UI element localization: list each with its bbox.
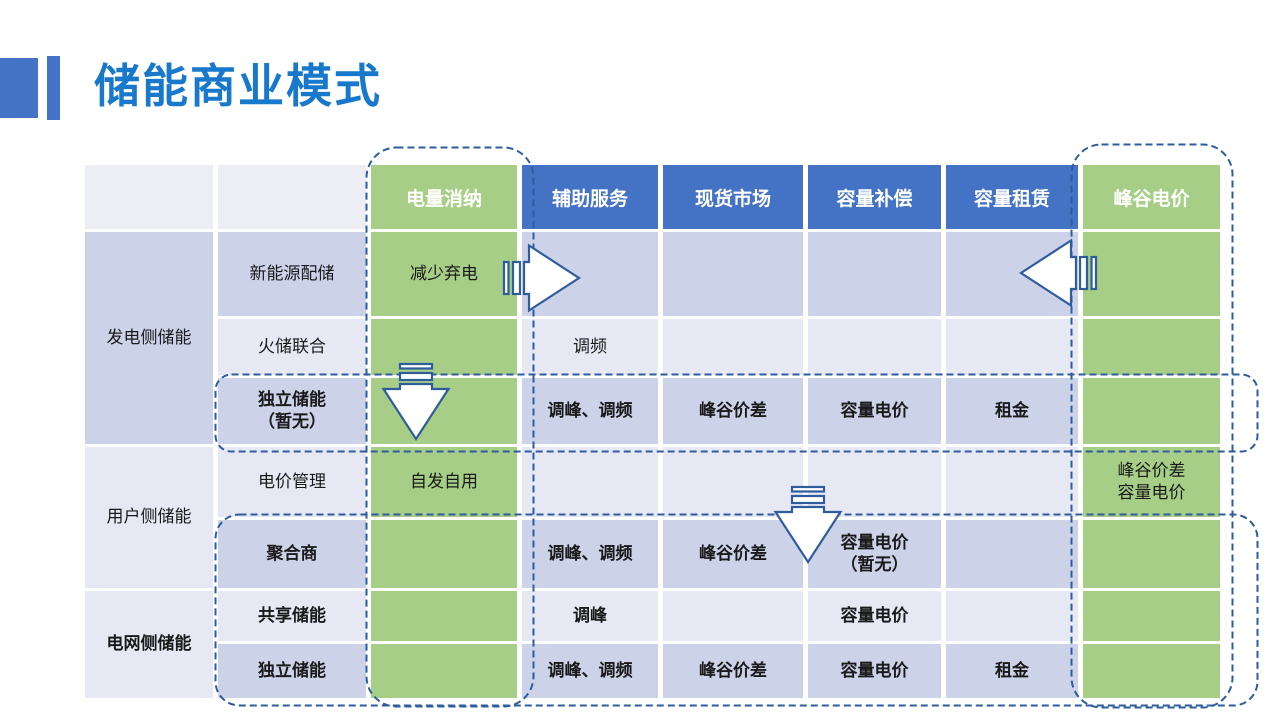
value-cell: [946, 319, 1078, 375]
value-cell: [663, 447, 803, 517]
value-cell: 减少弃电: [371, 232, 517, 316]
category-cell: 聚合商: [218, 520, 366, 588]
value-cell: [1083, 232, 1220, 316]
category-cell: 共享储能: [218, 591, 366, 641]
value-cell: [663, 591, 803, 641]
value-cell: 调峰、调频: [522, 378, 658, 444]
header-empty-group: [85, 165, 213, 229]
value-cell: [808, 232, 941, 316]
value-cell: [371, 378, 517, 444]
value-cell: [946, 447, 1078, 517]
value-cell: 调峰、调频: [522, 644, 658, 698]
value-cell: [522, 447, 658, 517]
value-cell: 容量电价: [808, 644, 941, 698]
value-cell: [371, 319, 517, 375]
category-cell: 电价管理: [218, 447, 366, 517]
header-row: 电量消纳 辅助服务 现货市场 容量补偿 容量租赁 峰谷电价: [85, 165, 1220, 229]
value-cell: 峰谷价差: [663, 644, 803, 698]
value-cell: [1083, 520, 1220, 588]
value-cell: 租金: [946, 644, 1078, 698]
value-cell: 调峰: [522, 591, 658, 641]
value-cell: [946, 591, 1078, 641]
col-header-spot-market: 现货市场: [663, 165, 803, 229]
value-cell: 峰谷价差: [663, 378, 803, 444]
table-row: 独立储能 （暂无） 调峰、调频 峰谷价差 容量电价 租金: [85, 378, 1220, 444]
table-row: 独立储能 调峰、调频 峰谷价差 容量电价 租金: [85, 644, 1220, 698]
value-cell: [1083, 644, 1220, 698]
group-cell-user-side: 用户侧储能: [85, 447, 213, 588]
header-empty-category: [218, 165, 366, 229]
col-header-capacity-lease: 容量租赁: [946, 165, 1078, 229]
value-cell: [663, 319, 803, 375]
table-row: 火储联合 调频: [85, 319, 1220, 375]
value-cell: 自发自用: [371, 447, 517, 517]
value-cell: [808, 319, 941, 375]
value-cell: [946, 232, 1078, 316]
title-accent-bar: [47, 56, 60, 120]
col-header-consumption: 电量消纳: [371, 165, 517, 229]
value-cell: 容量电价: [808, 378, 941, 444]
value-cell: 峰谷价差 容量电价: [1083, 447, 1220, 517]
value-cell: [663, 232, 803, 316]
table-row: 用户侧储能 电价管理 自发自用 峰谷价差 容量电价: [85, 447, 1220, 588]
value-cell: 容量电价 （暂无）: [808, 520, 941, 588]
business-model-table: 电量消纳 辅助服务 现货市场 容量补偿 容量租赁 峰谷电价 发电侧储能 新能源配…: [80, 162, 1225, 701]
value-cell: 峰谷价差: [663, 520, 803, 588]
category-cell: 火储联合: [218, 319, 366, 375]
value-cell: [371, 591, 517, 641]
slide-title: 储能商业模式: [94, 60, 382, 112]
value-cell: [1083, 591, 1220, 641]
value-cell: [946, 520, 1078, 588]
category-cell: 独立储能 （暂无）: [218, 378, 366, 444]
group-cell-generation-side: 发电侧储能: [85, 232, 213, 444]
value-cell: 调频: [522, 319, 658, 375]
value-cell: [1083, 378, 1220, 444]
category-cell: 新能源配储: [218, 232, 366, 316]
value-cell: [1083, 319, 1220, 375]
value-cell: [522, 232, 658, 316]
value-cell: [371, 520, 517, 588]
value-cell: 调峰、调频: [522, 520, 658, 588]
table-row: 聚合商 调峰、调频 峰谷价差 容量电价 （暂无）: [85, 520, 1220, 588]
col-header-peak-valley-price: 峰谷电价: [1083, 165, 1220, 229]
category-cell: 独立储能: [218, 644, 366, 698]
value-cell: 租金: [946, 378, 1078, 444]
col-header-ancillary-services: 辅助服务: [522, 165, 658, 229]
value-cell: [808, 447, 941, 517]
title-accent-square: [0, 58, 38, 118]
table-row: 发电侧储能 新能源配储 减少弃电: [85, 232, 1220, 444]
col-header-capacity-compensation: 容量补偿: [808, 165, 941, 229]
value-cell: [371, 644, 517, 698]
group-cell-grid-side: 电网侧储能: [85, 591, 213, 698]
value-cell: 容量电价: [808, 591, 941, 641]
table-row: 电网侧储能 共享储能 调峰 容量电价: [85, 591, 1220, 698]
